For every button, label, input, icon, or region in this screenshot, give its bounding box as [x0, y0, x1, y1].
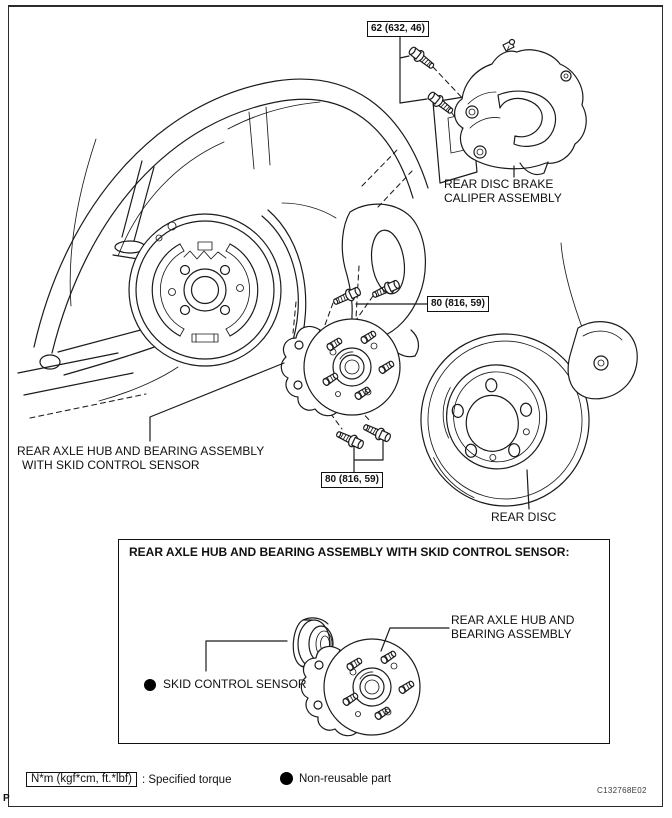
inset-box: [118, 539, 610, 744]
torque-callout-hub-bolts-upper: 80 (816, 59): [427, 296, 489, 312]
inset-hub-label-line1: REAR AXLE HUB AND: [451, 613, 575, 627]
inset-title: REAR AXLE HUB AND BEARING ASSEMBLY WITH …: [129, 545, 570, 559]
inset-hub-label-leader: [380, 627, 450, 652]
sensor-label-text: SKID CONTROL SENSOR: [163, 677, 307, 691]
body-bracket-drawing: [560, 242, 638, 400]
sensor-label: SKID CONTROL SENSOR: [144, 677, 307, 692]
hub-label: REAR AXLE HUB AND BEARING ASSEMBLY WITH …: [17, 444, 265, 472]
torque-meaning: : Specified torque: [141, 773, 232, 786]
disc-label-leader: [526, 469, 530, 510]
torque-callout-hub-bolts-lower: 80 (816, 59): [321, 472, 383, 488]
hub-lower-torque-bracket: [353, 439, 384, 473]
caliper-label-line1: REAR DISC BRAKE: [444, 177, 554, 191]
hub-label-line2: WITH SKID CONTROL SENSOR: [22, 457, 200, 472]
inset-hub-label-line2: BEARING ASSEMBLY: [451, 626, 572, 641]
caliper-label: REAR DISC BRAKE CALIPER ASSEMBLY: [444, 177, 562, 205]
caliper-bolt-1: [406, 44, 438, 73]
backing-plate-drawing: [128, 209, 307, 367]
legend-torque: N*m (kgf*cm, ft.*lbf) : Specified torque: [26, 772, 231, 787]
hub-label-line1: REAR AXLE HUB AND BEARING ASSEMBLY: [17, 444, 265, 458]
axle-carrier-drawing: [281, 202, 427, 358]
torque-symbol-box: N*m (kgf*cm, ft.*lbf): [26, 772, 137, 787]
rear-disc-drawing: [420, 333, 590, 507]
page-corner-marker: P: [3, 793, 10, 804]
hub-bolt-lower-1: [333, 427, 366, 452]
legend-non-reusable: Non-reusable part: [280, 772, 391, 785]
non-reusable-bullet-icon: [280, 772, 293, 785]
hub-bolt-lower-2: [360, 420, 393, 445]
figure-code: C132768E02: [597, 786, 647, 795]
caliper-drawing: [454, 38, 587, 178]
torque-callout-caliper-bolts: 62 (632, 46): [367, 21, 429, 37]
inset-hub-label: REAR AXLE HUB AND BEARING ASSEMBLY: [451, 613, 575, 641]
non-reusable-meaning: Non-reusable part: [299, 772, 392, 785]
non-reusable-bullet-icon: [144, 678, 156, 691]
page-border: [8, 5, 663, 807]
disc-label: REAR DISC: [491, 510, 557, 524]
hub-assembly-drawing: [281, 319, 400, 416]
hub-label-leader: [149, 362, 285, 442]
caliper-label-line2: CALIPER ASSEMBLY: [444, 190, 562, 205]
caliper-bolt-2: [425, 89, 457, 118]
